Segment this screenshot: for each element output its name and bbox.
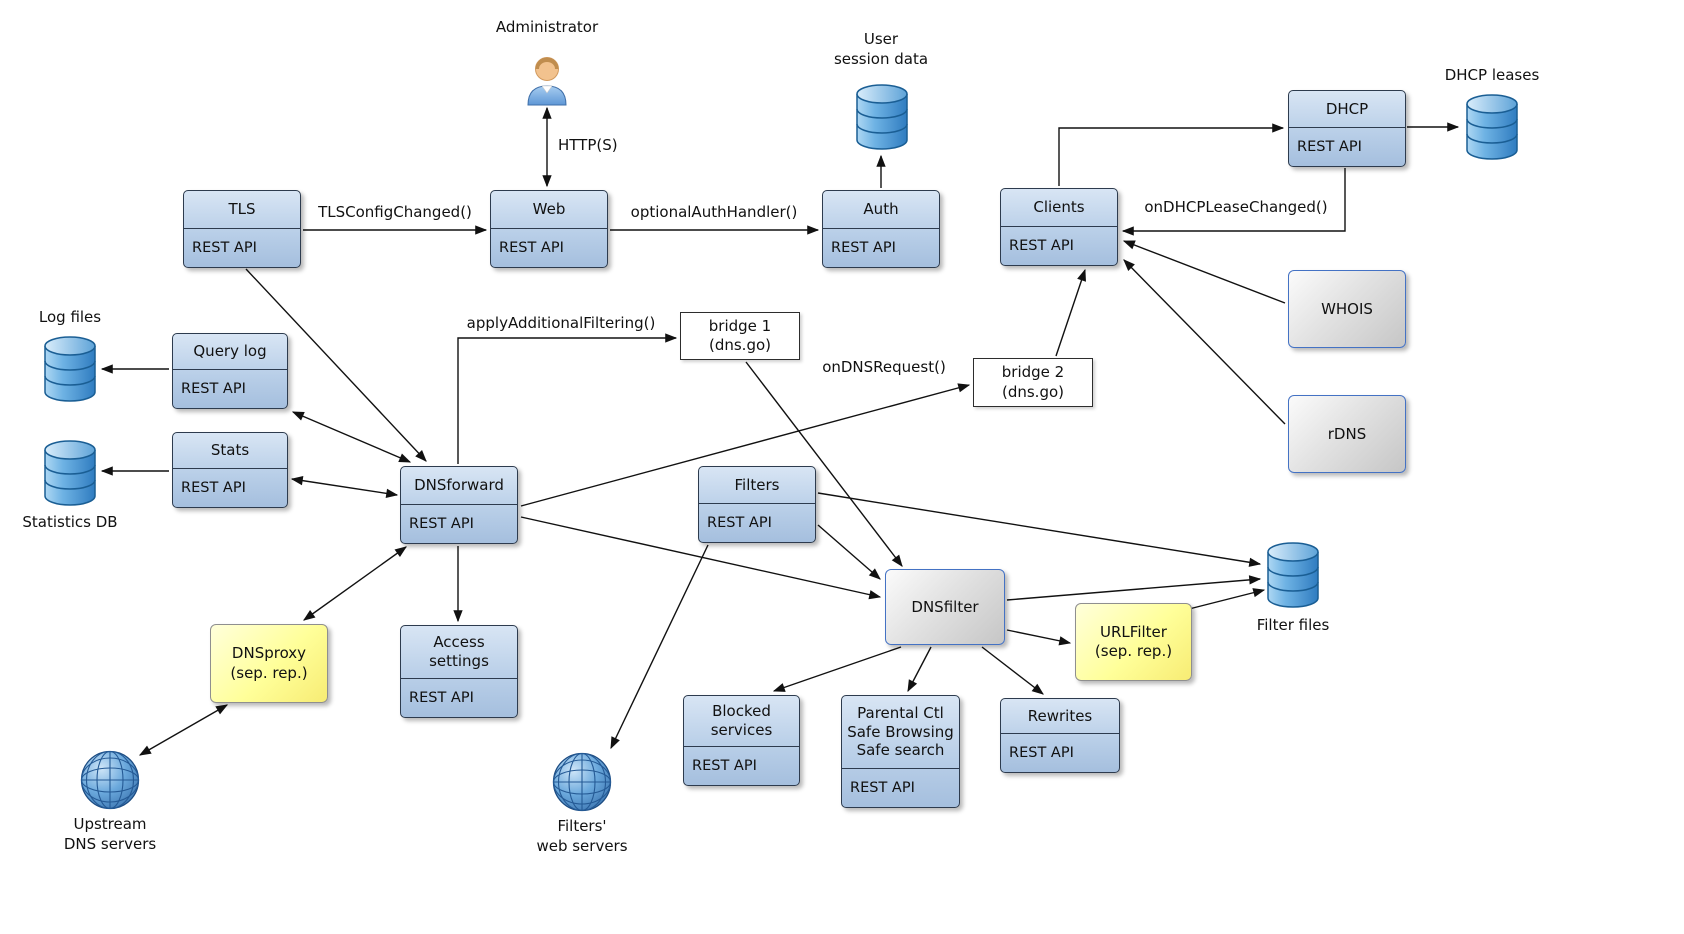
edge-querylog-dnsforward	[291, 411, 412, 463]
edge-dnsfilter-parental	[907, 646, 932, 693]
node-tls-title: TLS	[184, 191, 300, 229]
node-auth-api: REST API	[831, 240, 896, 256]
edge-clients-dhcp	[1058, 123, 1285, 186]
database-icon-log-files	[41, 334, 99, 408]
edge-filters-dnsfilter	[817, 524, 881, 580]
node-clients-title: Clients	[1001, 189, 1117, 227]
node-query-log-title: Query log	[173, 334, 287, 370]
node-auth-title: Auth	[823, 191, 939, 229]
label-upstream-dns: Upstream DNS servers	[63, 815, 157, 853]
node-urlfilter: URLFilter (sep. rep.)	[1075, 603, 1192, 681]
node-web-title: Web	[491, 191, 607, 229]
edge-dnsforward-dnsproxy	[303, 546, 407, 621]
edge-dhcp-clients	[1121, 168, 1346, 236]
label-user-session-db: User session data	[833, 30, 929, 68]
node-filters-api: REST API	[707, 515, 772, 531]
node-stats-api: REST API	[181, 480, 246, 496]
database-icon-user-session	[853, 82, 911, 156]
node-dnsproxy: DNSproxy (sep. rep.)	[210, 624, 328, 703]
edge-label-optional-auth-handler: optionalAuthHandler()	[630, 203, 798, 221]
node-filters: Filters REST API	[698, 466, 816, 543]
edge-dnsproxy-upstream	[138, 704, 229, 756]
node-dnsforward-api: REST API	[409, 516, 474, 532]
edge-urlfilter-filterfiles	[1188, 588, 1266, 610]
node-parental-title: Parental Ctl Safe Browsing Safe search	[842, 696, 959, 769]
edge-dnsfilter-urlfilter	[1006, 629, 1072, 646]
node-dnsforward: DNSforward REST API	[400, 466, 518, 544]
node-web: Web REST API	[490, 190, 608, 268]
globe-icon-filters-web	[551, 751, 613, 817]
edge-dnsfilter-blocked	[772, 646, 902, 692]
edge-label-http: HTTP(S)	[558, 136, 618, 154]
node-bridge1: bridge 1 (dns.go)	[680, 312, 800, 360]
node-access-settings: Access settings REST API	[400, 625, 518, 718]
node-rdns: rDNS	[1288, 395, 1406, 473]
edge-bridge1-dnsfilter	[745, 361, 903, 567]
node-parental: Parental Ctl Safe Browsing Safe search R…	[841, 695, 960, 808]
node-rewrites-title: Rewrites	[1001, 699, 1119, 734]
node-blocked-services-api: REST API	[692, 758, 757, 774]
node-dhcp-title: DHCP	[1289, 91, 1405, 128]
node-stats-title: Stats	[173, 433, 287, 469]
node-whois: WHOIS	[1288, 270, 1406, 348]
node-access-settings-api: REST API	[409, 690, 474, 706]
node-tls: TLS REST API	[183, 190, 301, 268]
node-stats: Stats REST API	[172, 432, 288, 508]
edge-label-on-dhcp-lease-changed: onDHCPLeaseChanged()	[1144, 198, 1328, 216]
edge-dnsforward-dnsfilter	[520, 516, 882, 600]
person-icon	[524, 52, 570, 110]
node-query-log-api: REST API	[181, 381, 246, 397]
node-filters-title: Filters	[699, 467, 815, 504]
edge-filters-webservers	[610, 544, 709, 750]
label-administrator: Administrator	[495, 18, 599, 36]
node-dhcp-api: REST API	[1297, 139, 1362, 155]
database-icon-statistics	[41, 438, 99, 512]
node-bridge2: bridge 2 (dns.go)	[973, 358, 1093, 407]
node-web-api: REST API	[499, 240, 564, 256]
node-tls-api: REST API	[192, 240, 257, 256]
edge-dnsforward-bridge2	[520, 383, 971, 507]
edge-label-tls-config-changed: TLSConfigChanged()	[318, 203, 472, 221]
node-rewrites: Rewrites REST API	[1000, 698, 1120, 773]
node-blocked-services: Blocked services REST API	[683, 695, 800, 786]
node-rewrites-api: REST API	[1009, 745, 1074, 761]
edge-dnsfilter-filterfiles	[1006, 575, 1262, 601]
database-icon-filter-files	[1264, 540, 1322, 614]
node-dnsfilter: DNSfilter	[885, 569, 1005, 645]
edge-label-on-dns-request: onDNSRequest()	[822, 358, 946, 376]
edge-label-apply-additional-filtering: applyAdditionalFiltering()	[466, 314, 656, 332]
edge-rdns-clients	[1123, 259, 1286, 425]
edge-filters-filterfiles	[817, 492, 1262, 567]
database-icon-dhcp-leases	[1463, 92, 1521, 166]
globe-icon-upstream-dns	[79, 749, 141, 815]
edge-whois-clients	[1122, 240, 1286, 304]
node-dhcp: DHCP REST API	[1288, 90, 1406, 167]
edge-dnsfilter-rewrites	[981, 646, 1044, 695]
node-blocked-services-title: Blocked services	[684, 696, 799, 747]
node-clients-api: REST API	[1009, 238, 1074, 254]
label-filter-files: Filter files	[1256, 616, 1330, 634]
edge-stats-dnsforward	[290, 476, 399, 498]
node-query-log: Query log REST API	[172, 333, 288, 409]
node-clients: Clients REST API	[1000, 188, 1118, 266]
label-filters-web: Filters' web servers	[536, 817, 628, 855]
label-log-files: Log files	[38, 308, 102, 326]
label-statistics-db: Statistics DB	[22, 513, 118, 531]
node-dnsforward-title: DNSforward	[401, 467, 517, 505]
edge-bridge2-clients	[1055, 268, 1086, 357]
label-dhcp-leases: DHCP leases	[1444, 66, 1540, 84]
edge-dnsforward-bridge1	[457, 333, 678, 464]
node-access-settings-title: Access settings	[401, 626, 517, 679]
node-auth: Auth REST API	[822, 190, 940, 268]
node-parental-api: REST API	[850, 780, 915, 796]
